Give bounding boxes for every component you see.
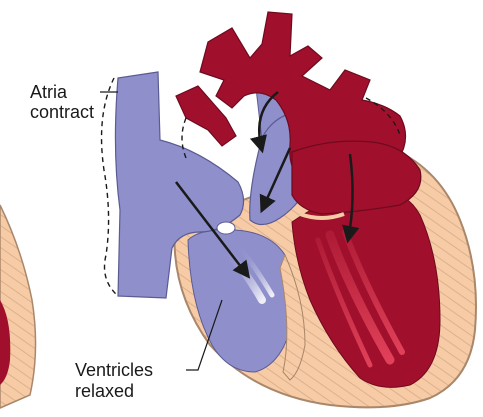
atria-label-line1: Atria [30,82,68,102]
atria-label-line2: contract [30,102,94,122]
tricuspid-valve [217,222,235,234]
ventricles-label-line2: relaxed [75,381,134,401]
ventricles-label-line1: Ventricles [75,360,153,380]
left-atrium [292,141,421,214]
adjacent-heart-fragment [0,205,36,408]
right-ventricle [188,230,293,372]
